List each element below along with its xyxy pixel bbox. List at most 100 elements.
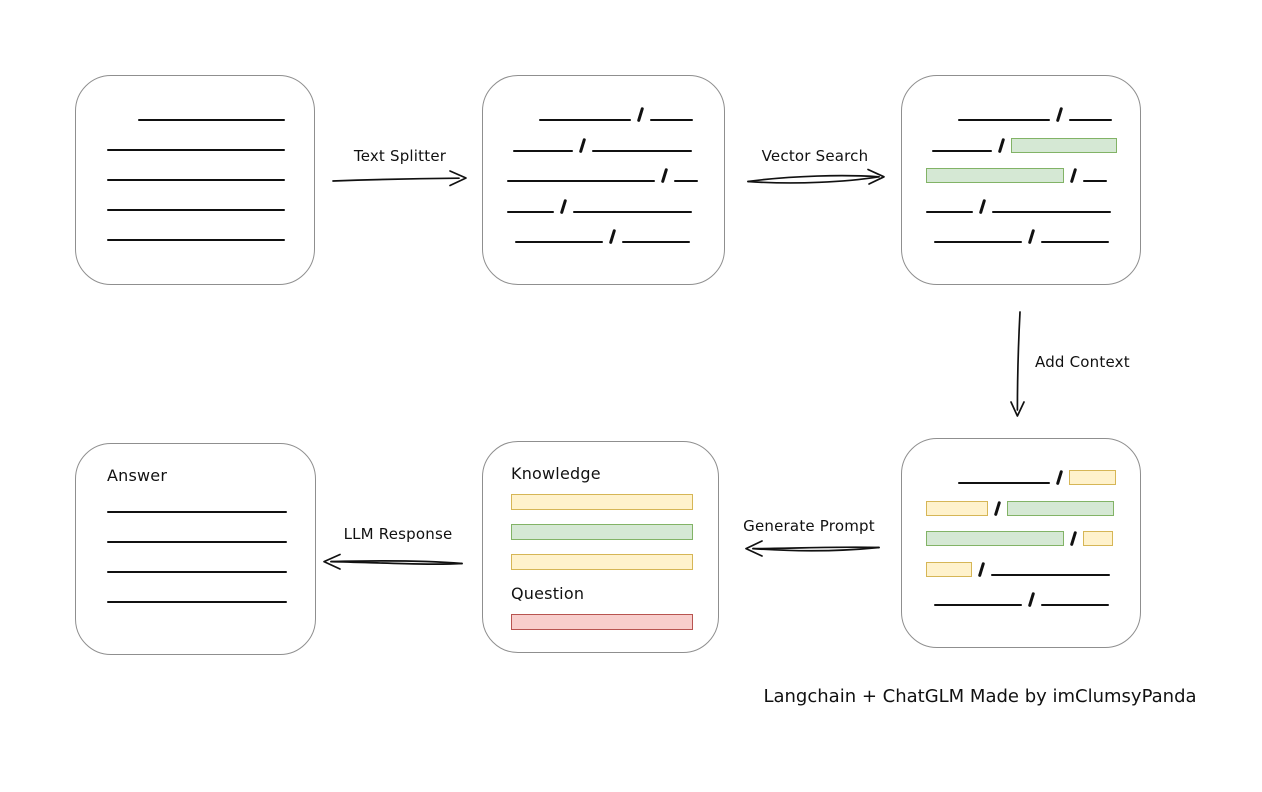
chunk-row xyxy=(107,136,285,152)
indent-spacer xyxy=(507,243,515,244)
green-highlight-chunk xyxy=(1010,137,1117,153)
answer-lines xyxy=(107,511,287,603)
slash-separator xyxy=(977,561,985,577)
answer-box: Answer xyxy=(75,443,316,655)
chunk-row xyxy=(507,167,702,184)
text-line xyxy=(1082,180,1107,182)
indent-spacer xyxy=(107,121,138,122)
add-context-label: Add Context xyxy=(1035,353,1130,371)
chunk-row xyxy=(926,500,1118,516)
yellow-highlight-chunk xyxy=(1082,531,1113,546)
chunk-row xyxy=(507,137,702,153)
text-line xyxy=(539,119,631,121)
text-line xyxy=(107,179,285,181)
text-line xyxy=(107,149,285,151)
question-label: Question xyxy=(511,584,585,603)
indent-spacer xyxy=(926,606,934,607)
slash-separator xyxy=(636,106,644,123)
text-line xyxy=(107,511,287,513)
slash-separator xyxy=(578,137,586,153)
chunk-row xyxy=(507,198,702,214)
answer-content: Answer xyxy=(76,444,315,603)
split-chunks-box xyxy=(482,75,725,285)
slash-separator xyxy=(1027,591,1035,608)
chunk-row xyxy=(507,106,702,123)
chunk-row xyxy=(107,226,285,242)
indent-spacer xyxy=(507,152,513,153)
text-line xyxy=(1040,604,1109,606)
answer-label: Answer xyxy=(107,466,168,485)
text-splitter-arrow xyxy=(332,170,467,187)
slash-separator xyxy=(993,500,1001,516)
chunk-row xyxy=(926,469,1118,486)
green-bar xyxy=(511,524,693,540)
chunk-row xyxy=(107,166,285,182)
text-line xyxy=(107,601,287,603)
text-line xyxy=(649,119,693,121)
text-line xyxy=(572,210,692,213)
chunk-rows xyxy=(483,76,724,284)
text-line xyxy=(107,209,285,211)
chunk-row xyxy=(926,198,1118,214)
slash-separator xyxy=(997,137,1005,153)
slash-separator xyxy=(978,198,986,214)
yellow-bar xyxy=(511,494,693,510)
context-chunks-box xyxy=(901,438,1141,648)
vector-search-arrow xyxy=(747,168,885,185)
chunk-row xyxy=(926,561,1118,577)
text-line xyxy=(1068,119,1112,121)
text-line xyxy=(513,149,573,152)
text-line xyxy=(1040,241,1109,243)
vector-search-label: Vector Search xyxy=(761,147,869,165)
diagram-caption: Langchain + ChatGLM Made by imClumsyPand… xyxy=(763,686,1197,707)
chunk-row xyxy=(926,167,1118,184)
slash-separator xyxy=(660,167,668,184)
text-line xyxy=(107,541,287,543)
text-line xyxy=(991,210,1111,213)
chunk-row xyxy=(926,530,1118,547)
question-bars xyxy=(511,614,693,630)
text-line xyxy=(515,241,603,243)
chunk-row xyxy=(926,137,1118,153)
text-line xyxy=(990,573,1110,576)
text-line xyxy=(621,241,690,243)
text-line xyxy=(107,571,287,573)
chunk-row xyxy=(107,196,285,212)
text-line xyxy=(958,482,1050,484)
add-context-arrow xyxy=(1010,311,1025,417)
text-line xyxy=(673,180,698,182)
slash-separator xyxy=(1069,167,1077,184)
text-line xyxy=(934,604,1022,606)
slash-separator xyxy=(559,198,567,214)
chunk-rows xyxy=(902,439,1140,647)
yellow-bar xyxy=(511,554,693,570)
yellow-highlight-chunk xyxy=(1068,470,1116,485)
indent-spacer xyxy=(926,484,958,485)
slash-separator xyxy=(1055,469,1063,486)
green-highlight-chunk xyxy=(1006,500,1114,516)
generate-prompt-arrow xyxy=(745,540,880,557)
knowledge-bars xyxy=(511,494,693,570)
prompt-content: Knowledge Question xyxy=(483,442,718,630)
slash-separator xyxy=(1055,106,1063,123)
chunk-row xyxy=(926,228,1118,245)
generate-prompt-label: Generate Prompt xyxy=(743,517,875,535)
chunk-row xyxy=(926,106,1118,123)
slash-separator xyxy=(1027,228,1035,245)
slash-separator xyxy=(608,228,616,245)
text-splitter-label: Text Splitter xyxy=(353,147,447,165)
text-line xyxy=(934,241,1022,243)
chunk-row xyxy=(926,591,1118,608)
chunk-rows xyxy=(902,76,1140,284)
vector-matches-box xyxy=(901,75,1141,285)
text-line xyxy=(958,119,1050,121)
document-lines xyxy=(76,76,314,284)
yellow-highlight-chunk xyxy=(926,561,972,577)
text-line xyxy=(138,119,285,121)
slash-separator xyxy=(1069,530,1077,547)
text-line xyxy=(507,180,655,182)
indent-spacer xyxy=(507,121,539,122)
green-highlight-chunk xyxy=(926,531,1064,546)
knowledge-label: Knowledge xyxy=(511,464,601,483)
